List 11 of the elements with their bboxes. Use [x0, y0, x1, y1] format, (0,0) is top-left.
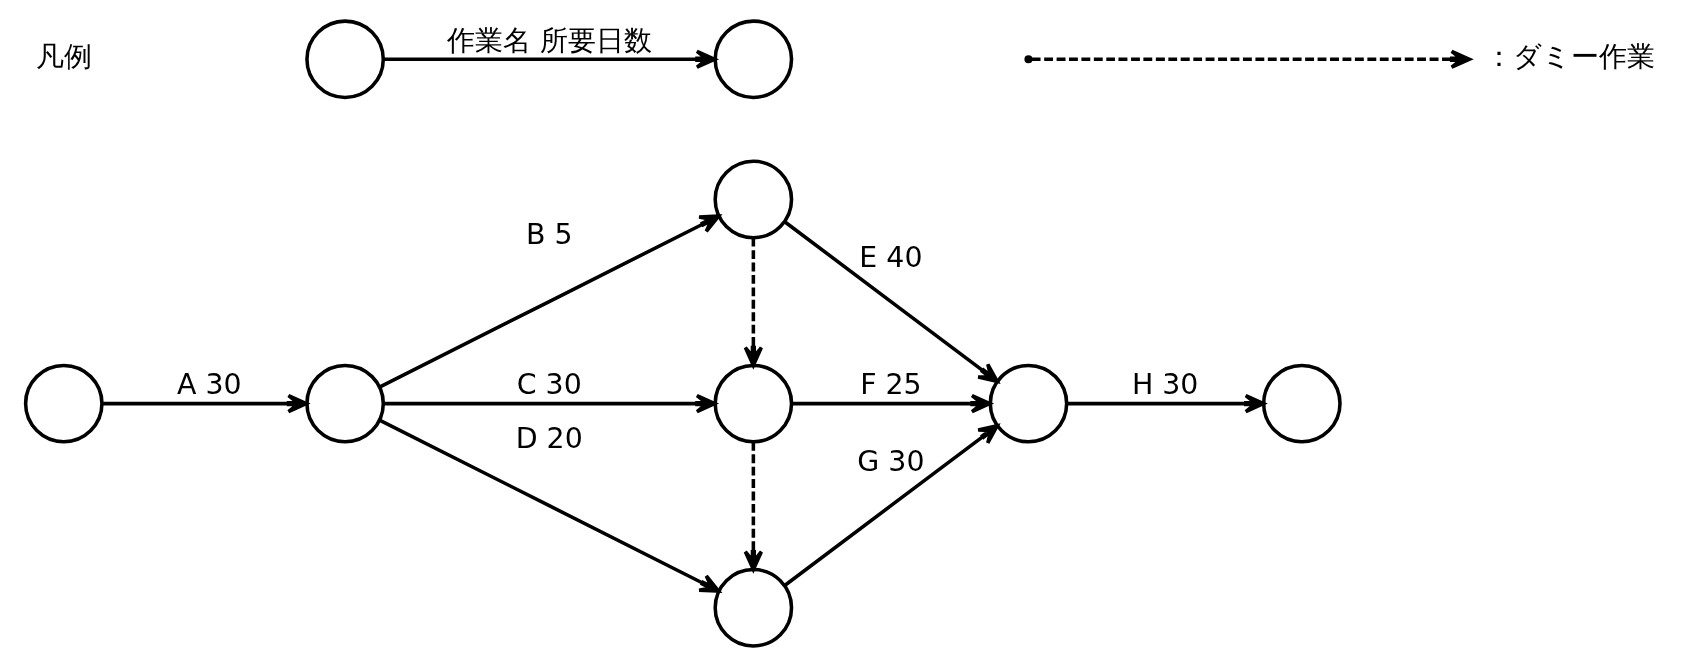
edge-label: D 20	[515, 421, 583, 455]
edge-label: B 5	[525, 217, 573, 251]
edge-label: E 40	[859, 240, 923, 274]
edge-label: 作業名 所要日数	[446, 23, 652, 57]
label: 凡例	[35, 39, 92, 73]
edge-label: F 25	[860, 367, 922, 401]
edge-label: A 30	[177, 367, 242, 401]
legend-label: ：ダミー作業	[1484, 39, 1655, 73]
edge-label: H 30	[1131, 367, 1199, 401]
edge-label: C 30	[516, 367, 582, 401]
edge-label: G 30	[857, 444, 925, 478]
